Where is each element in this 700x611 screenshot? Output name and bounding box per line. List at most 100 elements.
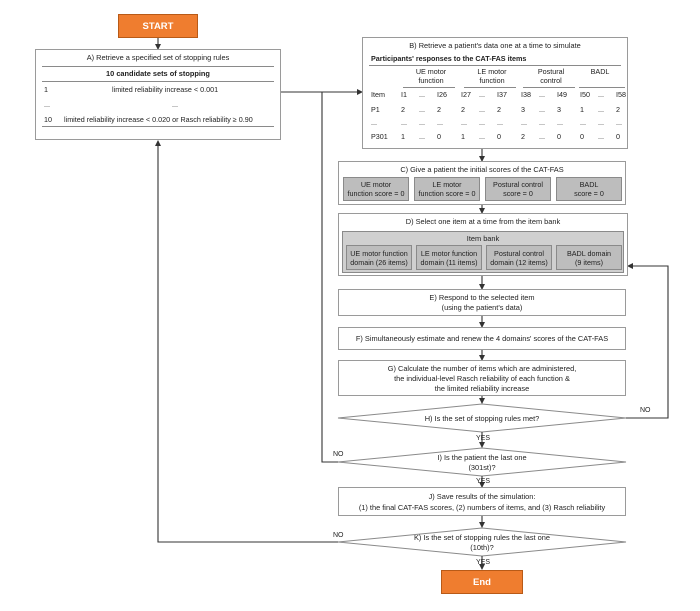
table-cell: ... xyxy=(539,118,545,127)
table-cell: 0 xyxy=(437,132,441,141)
decision-k-shape xyxy=(337,527,627,557)
table-cell: ... xyxy=(598,105,604,114)
table-header-cell: I26 xyxy=(437,90,447,99)
rule-number: 1 xyxy=(44,85,48,94)
box-b-patient-data: B) Retrieve a patient's data one at a ti… xyxy=(362,37,628,149)
group-underline xyxy=(579,87,625,88)
table-header-cell: ... xyxy=(479,90,485,99)
table-cell: ... xyxy=(419,118,425,127)
table-cell: ... xyxy=(437,118,443,127)
box-a-header: 10 candidate sets of stopping xyxy=(106,69,210,78)
table-cell: ... xyxy=(479,118,485,127)
table-cell: ... xyxy=(521,118,527,127)
table-cell: ... xyxy=(497,118,503,127)
rule-text: limited reliability increase < 0.020 or … xyxy=(64,115,253,124)
decision-h: H) Is the set of stopping rules met? xyxy=(424,414,540,423)
table-header-cell: I37 xyxy=(497,90,507,99)
item-bank-title: Item bank xyxy=(466,234,500,243)
table-cell: 0 xyxy=(497,132,501,141)
arrow-i-no-loop xyxy=(321,92,338,463)
no-label-k: NO xyxy=(333,532,344,539)
box-a-divider xyxy=(42,126,274,127)
table-cell: ... xyxy=(616,118,622,127)
no-label-h: NO xyxy=(640,407,651,414)
table-cell: ... xyxy=(401,118,407,127)
table-header-cell: I49 xyxy=(557,90,567,99)
table-cell: 2 xyxy=(461,105,465,114)
rule-number: 10 xyxy=(44,115,52,124)
box-j-line: (1) the final CAT-FAS scores, (2) number… xyxy=(358,503,606,512)
box-d-select-item: D) Select one item at a time from the it… xyxy=(338,213,628,276)
box-g-line: G) Calculate the number of items which a… xyxy=(387,364,577,373)
table-cell: 1 xyxy=(401,132,405,141)
table-header-cell: ... xyxy=(539,90,545,99)
table-cell: ... xyxy=(419,105,425,114)
box-g-line: the individual-level Rasch reliability o… xyxy=(394,374,570,383)
table-header-cell: I58 xyxy=(616,90,626,99)
box-f-line: F) Simultaneously estimate and renew the… xyxy=(355,334,609,343)
table-header-cell: Item xyxy=(371,90,385,99)
table-cell: ... xyxy=(539,132,545,141)
table-cell: ... xyxy=(557,118,563,127)
arrow-k-no-loop xyxy=(155,140,338,543)
rule-text: ... xyxy=(172,100,178,109)
end-terminal: End xyxy=(441,570,523,594)
box-b-title: B) Retrieve a patient's data one at a ti… xyxy=(409,41,581,50)
start-terminal: START xyxy=(118,14,198,38)
box-g-line: the limited reliability increase xyxy=(434,384,530,393)
box-b-subtitle: Participants' responses to the CAT-FAS i… xyxy=(371,54,527,63)
table-cell: ... xyxy=(539,105,545,114)
table-cell: 2 xyxy=(497,105,501,114)
table-cell: 2 xyxy=(521,132,525,141)
table-cell: ... xyxy=(479,105,485,114)
table-cell: 1 xyxy=(580,105,584,114)
table-row-label: ... xyxy=(371,118,377,127)
box-b-divider xyxy=(369,65,621,66)
group-underline xyxy=(464,87,516,88)
group-underline xyxy=(523,87,575,88)
table-header-cell: I50 xyxy=(580,90,590,99)
no-label-i: NO xyxy=(333,451,344,458)
yes-label-k: YES xyxy=(476,559,491,566)
group-underline xyxy=(403,87,455,88)
table-cell: 2 xyxy=(437,105,441,114)
table-cell: 0 xyxy=(580,132,584,141)
box-j-save-results: J) Save results of the simulation: (1) t… xyxy=(338,487,626,516)
decision-i-shape xyxy=(337,447,627,477)
table-header-cell: I38 xyxy=(521,90,531,99)
rule-text: limited reliability increase < 0.001 xyxy=(112,85,219,94)
box-c-initial-scores: C) Give a patient the initial scores of … xyxy=(338,161,626,205)
start-label: START xyxy=(142,20,174,32)
box-e-line: (using the patient's data) xyxy=(441,303,523,312)
box-a-divider xyxy=(42,66,274,67)
table-cell: 2 xyxy=(401,105,405,114)
table-row-label: P1 xyxy=(371,105,380,114)
table-header-cell: I27 xyxy=(461,90,471,99)
table-cell: 3 xyxy=(521,105,525,114)
yes-label-i: YES xyxy=(476,478,491,485)
domain-badl: BADL domain(9 items) xyxy=(556,245,622,270)
group-header: BADL xyxy=(590,67,610,76)
table-cell: 3 xyxy=(557,105,561,114)
table-cell: 0 xyxy=(557,132,561,141)
table-cell: ... xyxy=(598,132,604,141)
table-cell: ... xyxy=(479,132,485,141)
box-e-line: E) Respond to the selected item xyxy=(429,293,535,302)
decision-k: K) Is the set of stopping rules the last… xyxy=(414,533,550,552)
table-cell: 1 xyxy=(461,132,465,141)
box-a-title: A) Retrieve a specified set of stopping … xyxy=(86,53,230,62)
arrow-h-no-loop xyxy=(626,263,669,419)
box-e-respond: E) Respond to the selected item (using t… xyxy=(338,289,626,316)
table-cell: ... xyxy=(598,118,604,127)
